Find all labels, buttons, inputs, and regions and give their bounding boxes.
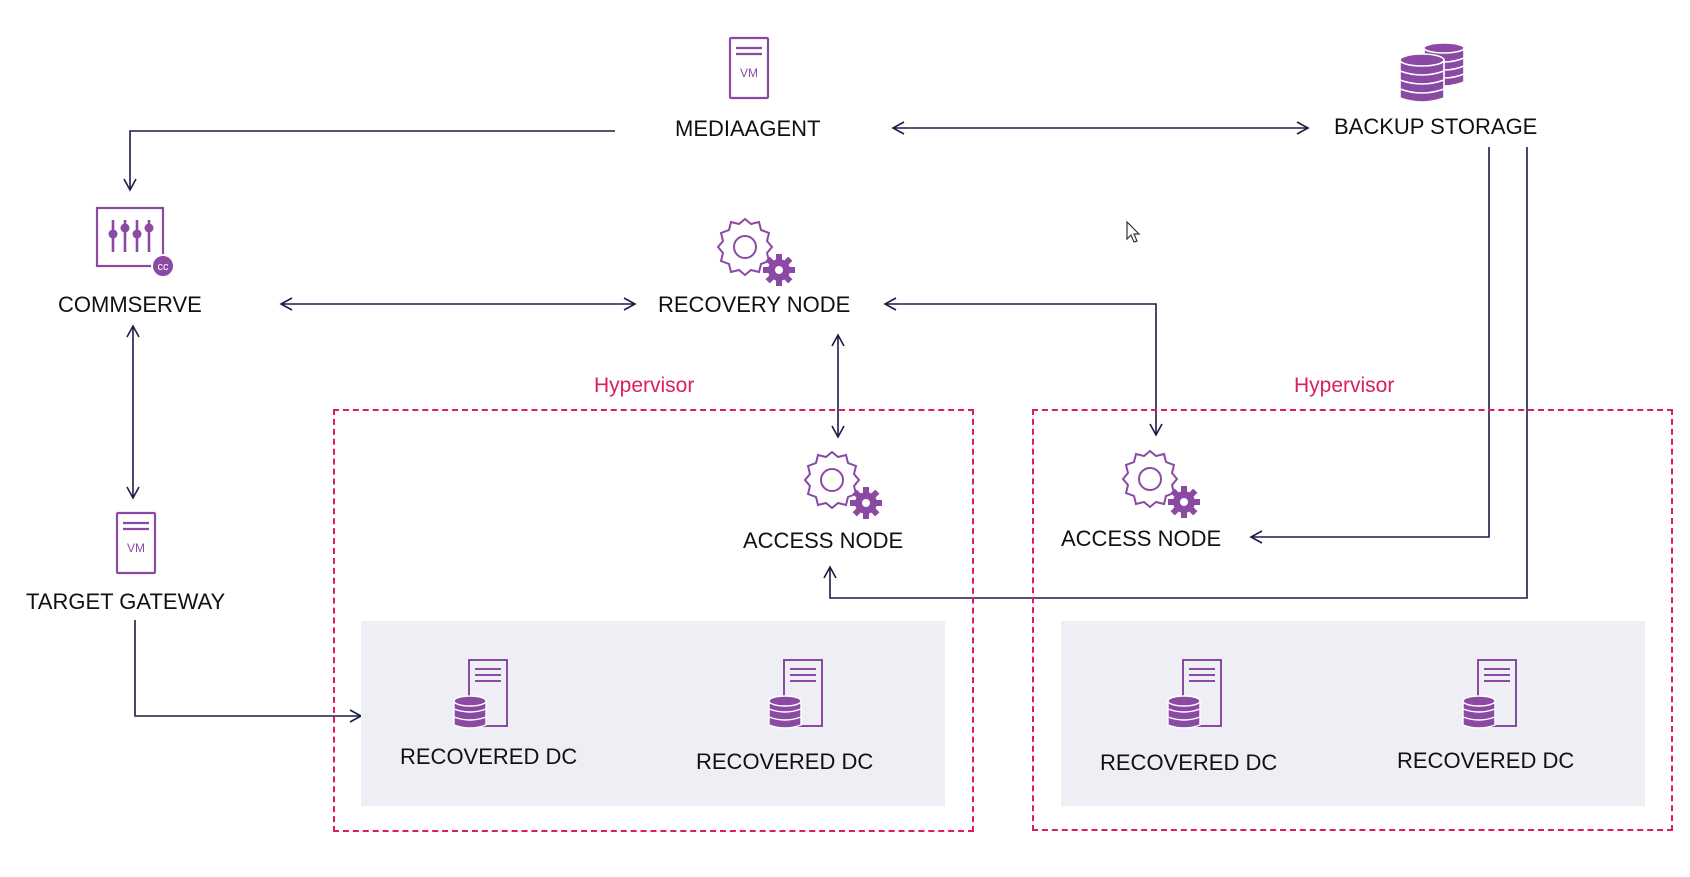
gears-icon bbox=[716, 217, 795, 286]
recovery-node-label: RECOVERY NODE bbox=[658, 292, 851, 317]
hypervisor-label-1: Hypervisor bbox=[594, 374, 695, 397]
recovered-dc-label: RECOVERED DC bbox=[1100, 750, 1278, 775]
vm-icon-text: VM bbox=[127, 541, 145, 555]
cc-badge-text: cc bbox=[158, 261, 170, 273]
server-database-icon bbox=[768, 659, 823, 729]
hypervisor-zone-2 bbox=[1032, 409, 1673, 831]
server-database-icon bbox=[1462, 659, 1517, 729]
mediaagent-label: MEDIAAGENT bbox=[675, 116, 821, 141]
cc-badge bbox=[151, 254, 175, 278]
hypervisor-label-2: Hypervisor bbox=[1294, 374, 1395, 397]
recovered-dc-tray-1 bbox=[361, 621, 945, 806]
server-database-icon bbox=[1167, 659, 1222, 729]
recovered-dc-label: RECOVERED DC bbox=[400, 744, 578, 769]
arrow-backup-storage-access-node-1 bbox=[823, 147, 1528, 599]
access-node-label-1: ACCESS NODE bbox=[743, 528, 904, 553]
commserve-label: COMMSERVE bbox=[58, 292, 202, 317]
gears-icon bbox=[803, 450, 882, 519]
database-stack-icon bbox=[1399, 42, 1465, 103]
mouse-pointer-icon bbox=[1126, 220, 1141, 243]
access-node-label-2: ACCESS NODE bbox=[1061, 526, 1222, 551]
gears-icon bbox=[1121, 449, 1200, 518]
vm-icon-text: VM bbox=[740, 66, 758, 80]
arrow-recovery-node-access-node-2 bbox=[883, 297, 1163, 437]
arrow-mediaagent-commserve bbox=[123, 130, 615, 192]
hypervisor-zone-1 bbox=[333, 409, 974, 832]
server-database-icon bbox=[453, 659, 508, 729]
vm-server-icon: VM bbox=[115, 511, 157, 575]
recovered-dc-tray-2 bbox=[1061, 621, 1645, 806]
vm-server-icon: VM bbox=[728, 36, 770, 100]
backup-storage-label: BACKUP STORAGE bbox=[1334, 114, 1538, 139]
control-panel-icon: cc bbox=[95, 206, 175, 278]
target-gateway-label: TARGET GATEWAY bbox=[26, 589, 226, 614]
recovered-dc-label: RECOVERED DC bbox=[696, 749, 874, 774]
recovered-dc-label: RECOVERED DC bbox=[1397, 748, 1575, 773]
connectors bbox=[123, 121, 1528, 723]
arrow-backup-storage-access-node-2 bbox=[1249, 147, 1490, 544]
arrow-target-gateway-recovered-dc bbox=[134, 620, 363, 723]
